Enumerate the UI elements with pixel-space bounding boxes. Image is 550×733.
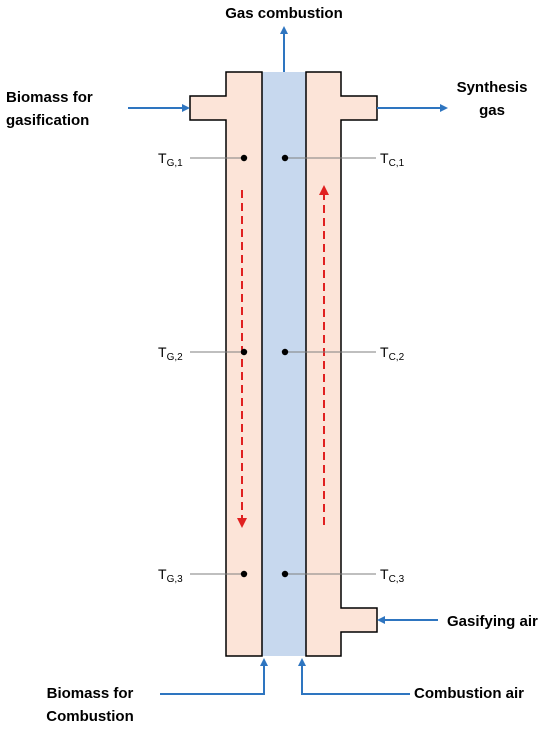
combustor-riser	[262, 72, 306, 656]
synthesis-gas-label-line1: Synthesis	[457, 79, 528, 96]
biomass-combustion-arrow	[160, 658, 268, 695]
sensor-label-subscript: C,2	[389, 352, 405, 363]
sensor-label-subscript: C,1	[389, 158, 405, 169]
sensor-label-c2: TC,2	[380, 344, 405, 363]
gasifier-column	[189, 71, 263, 657]
sensor-label-base: T	[158, 566, 167, 582]
combustion-air-arrow	[298, 658, 410, 695]
biomass-gasification-label-line1: Biomass for	[6, 89, 93, 106]
sensor-label-g3: TG,3	[158, 566, 183, 585]
biomass-combustion-label-line2: Combustion	[46, 708, 134, 725]
sensor-label-subscript: C,3	[389, 574, 405, 585]
sensor-label-base: T	[158, 150, 167, 166]
sensor-label-c3: TC,3	[380, 566, 405, 585]
sensor-point-c2	[281, 348, 289, 356]
sensor-label-subscript: G,2	[167, 352, 184, 363]
sensor-label-base: T	[380, 344, 389, 360]
sensor-label-g2: TG,2	[158, 344, 183, 363]
sensor-point-c3	[281, 570, 289, 578]
sensor-label-g1: TG,1	[158, 150, 183, 169]
combustion-chamber-column	[305, 71, 378, 657]
gasifying-air-label: Gasifying air	[447, 613, 538, 630]
sensor-label-base: T	[380, 150, 389, 166]
synthesis-gas-label-line2: gas	[479, 102, 505, 119]
sensor-label-base: T	[158, 344, 167, 360]
sensor-label-subscript: G,3	[167, 574, 184, 585]
combustion-air-label: Combustion air	[414, 685, 524, 702]
sensor-label-base: T	[380, 566, 389, 582]
biomass-combustion-label-line1: Biomass for	[47, 685, 134, 702]
sensor-point-g1	[240, 154, 248, 162]
sensor-label-c1: TC,1	[380, 150, 405, 169]
sensor-point-c1	[281, 154, 289, 162]
sensor-point-g2	[240, 348, 248, 356]
biomass-gasification-label-line2: gasification	[6, 112, 89, 129]
sensor-label-subscript: G,1	[167, 158, 184, 169]
sensor-point-g3	[240, 570, 248, 578]
gas-combustion-label: Gas combustion	[225, 5, 343, 22]
